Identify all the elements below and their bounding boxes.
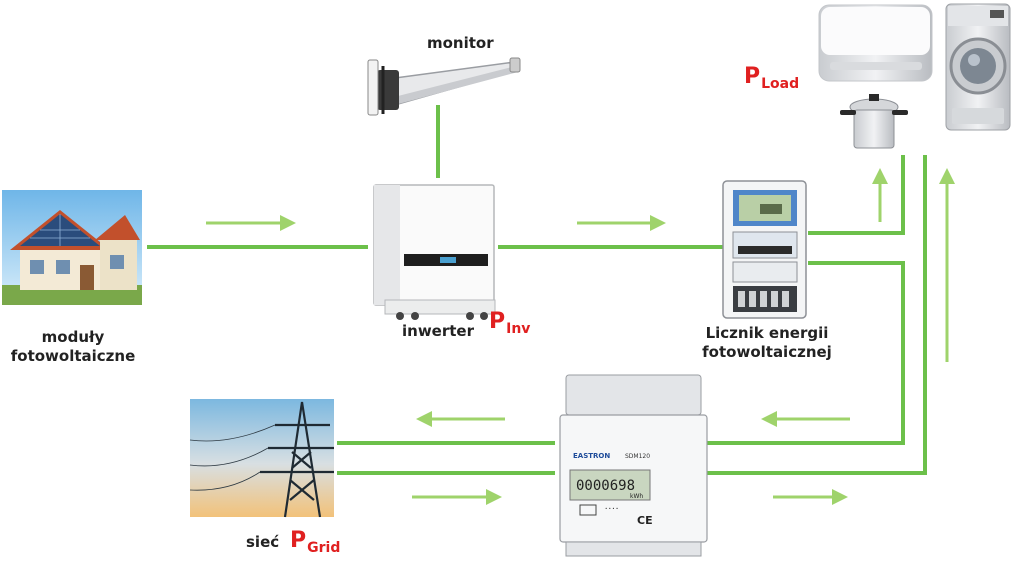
flow-arrows bbox=[206, 168, 955, 505]
wifi-monitor-stick-icon bbox=[367, 57, 521, 116]
label-energy-meter: Licznik energii fotowoltaicznej bbox=[688, 324, 846, 362]
meter-model: SDM120 bbox=[625, 453, 650, 460]
label-inverter: inwerter bbox=[402, 322, 474, 340]
label-pv-modules-line1: moduły bbox=[41, 328, 105, 346]
p-load-main: P bbox=[744, 64, 761, 89]
washing-machine-icon bbox=[945, 3, 1011, 131]
meter-brand: EASTRON bbox=[573, 452, 610, 460]
p-inv-symbol: PInv bbox=[489, 311, 530, 340]
arrow-right-icon bbox=[206, 215, 296, 231]
connection-lines bbox=[147, 105, 927, 475]
label-energy-meter-line1: Licznik energii bbox=[705, 324, 829, 342]
arrow-up-icon bbox=[939, 168, 955, 362]
meter-unit: kWh bbox=[630, 493, 643, 500]
label-monitor: monitor bbox=[427, 34, 494, 52]
line-meter-to-din-meter bbox=[700, 261, 905, 445]
p-load-sub: Load bbox=[761, 76, 800, 92]
arrow-right-icon bbox=[577, 215, 666, 231]
pressure-cooker-icon bbox=[840, 94, 908, 149]
inverter-icon bbox=[373, 184, 496, 320]
label-pv-modules-line2: fotowoltaiczne bbox=[10, 347, 136, 365]
line-meter-to-load bbox=[808, 155, 905, 235]
p-grid-symbol: PGrid bbox=[290, 530, 340, 559]
pv-energy-meter-icon bbox=[722, 180, 807, 319]
din-rail-meter-icon: • • • • bbox=[559, 374, 708, 557]
arrow-right-icon bbox=[412, 489, 502, 505]
meter-small-print: • • • • bbox=[605, 506, 618, 511]
p-inv-sub: Inv bbox=[506, 321, 531, 337]
label-pv-modules: moduły fotowoltaiczne bbox=[4, 328, 142, 366]
label-grid: sieć bbox=[246, 533, 280, 551]
arrow-up-icon bbox=[872, 168, 888, 222]
meter-reading: 0000698 bbox=[576, 478, 635, 494]
arrow-right-icon bbox=[773, 489, 848, 505]
p-load-symbol: PLoad bbox=[744, 66, 799, 95]
p-grid-sub: Grid bbox=[307, 540, 341, 556]
air-conditioner-icon bbox=[818, 4, 933, 82]
p-inv-main: P bbox=[489, 309, 506, 334]
line-din-meter-to-load bbox=[700, 155, 927, 475]
arrow-left-icon bbox=[761, 411, 850, 427]
power-pylon-icon bbox=[189, 399, 334, 518]
p-grid-main: P bbox=[290, 528, 307, 553]
ce-mark: CE bbox=[637, 514, 653, 527]
arrow-left-icon bbox=[416, 411, 505, 427]
label-energy-meter-line2: fotowoltaicznej bbox=[702, 343, 832, 361]
house-with-solar-panels-icon bbox=[2, 190, 142, 305]
